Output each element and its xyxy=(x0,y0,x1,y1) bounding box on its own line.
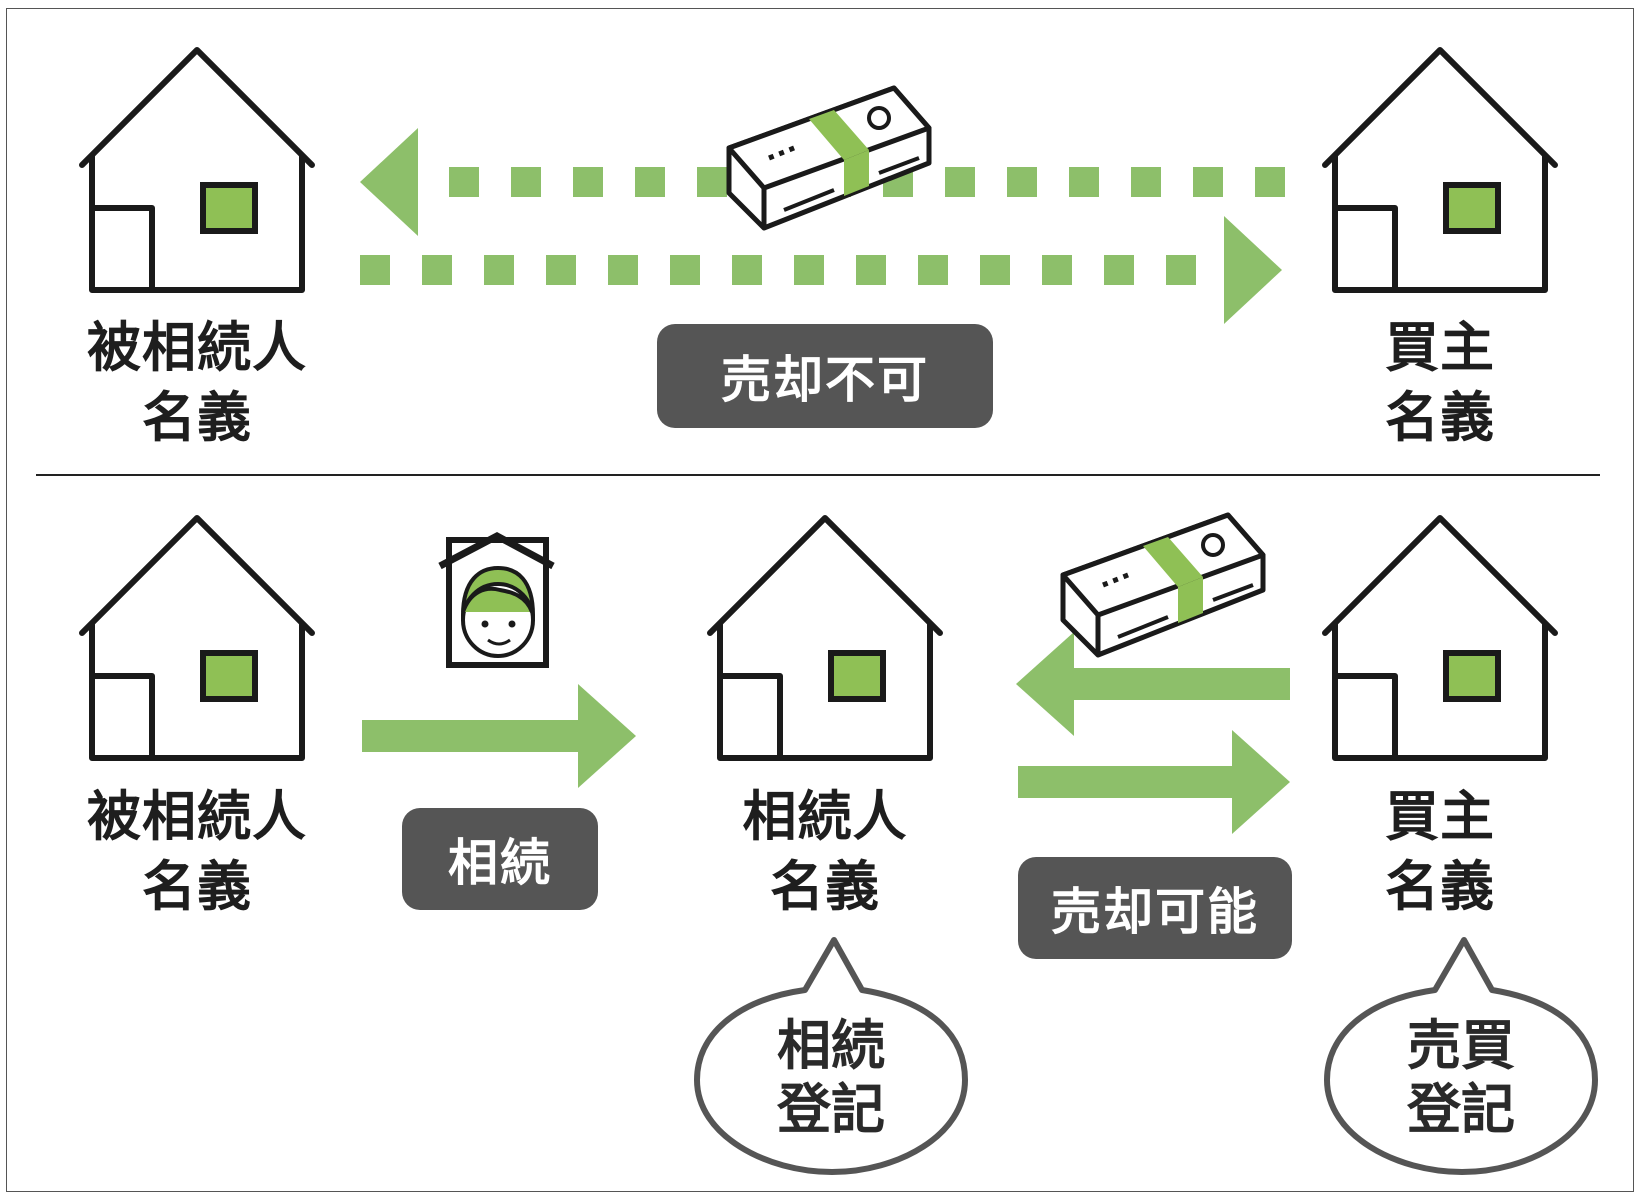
label-line: 名義 xyxy=(1385,855,1495,918)
speech-bubble-inheritance-registration xyxy=(694,937,968,1175)
bubble-line: 登記 xyxy=(1407,1078,1515,1141)
label-line: 名義 xyxy=(142,855,252,918)
inheritance-tag: 相続 xyxy=(402,808,598,910)
section-divider xyxy=(36,474,1600,476)
house-icon xyxy=(82,518,312,758)
house-icon xyxy=(1325,50,1555,290)
house-icon xyxy=(82,50,312,290)
label-line: 買主 xyxy=(1385,316,1495,379)
label-line: 被相続人 xyxy=(87,785,307,848)
status-sellable: 売却可能 xyxy=(1018,857,1292,959)
money-bundle-icon xyxy=(729,88,929,228)
status-not-sellable: 売却不可 xyxy=(657,324,993,428)
bubble-line: 売買 xyxy=(1407,1014,1515,1077)
top-decedent-label: 被相続人 名義 xyxy=(47,313,347,453)
sale-registration-text: 売買 登記 xyxy=(1361,1014,1561,1142)
dotted-arrow-right xyxy=(360,216,1282,324)
label-line: 名義 xyxy=(770,855,880,918)
sale-arrow-left xyxy=(1016,632,1290,736)
figure-frame xyxy=(6,8,1634,1192)
label-line: 被相続人 xyxy=(87,316,307,379)
house-icon xyxy=(710,518,940,758)
bubble-line: 相続 xyxy=(777,1014,885,1077)
inherit-arrow xyxy=(362,684,636,788)
sale-arrow-right xyxy=(1018,730,1290,834)
speech-bubble-sale-registration xyxy=(1324,937,1598,1175)
label-line: 名義 xyxy=(1385,386,1495,449)
bottom-buyer-label: 買主 名義 xyxy=(1290,782,1590,922)
label-line: 相続人 xyxy=(742,785,908,848)
house-icon xyxy=(1325,518,1555,758)
bottom-decedent-label: 被相続人 名義 xyxy=(47,782,347,922)
bubble-line: 登記 xyxy=(777,1078,885,1141)
bottom-heir-label: 相続人 名義 xyxy=(675,782,975,922)
label-line: 名義 xyxy=(142,386,252,449)
money-bundle-icon xyxy=(1063,515,1263,655)
inheritance-registration-text: 相続 登記 xyxy=(731,1014,931,1142)
top-buyer-label: 買主 名義 xyxy=(1290,313,1590,453)
label-line: 買主 xyxy=(1385,785,1495,848)
portrait-icon xyxy=(438,532,555,668)
